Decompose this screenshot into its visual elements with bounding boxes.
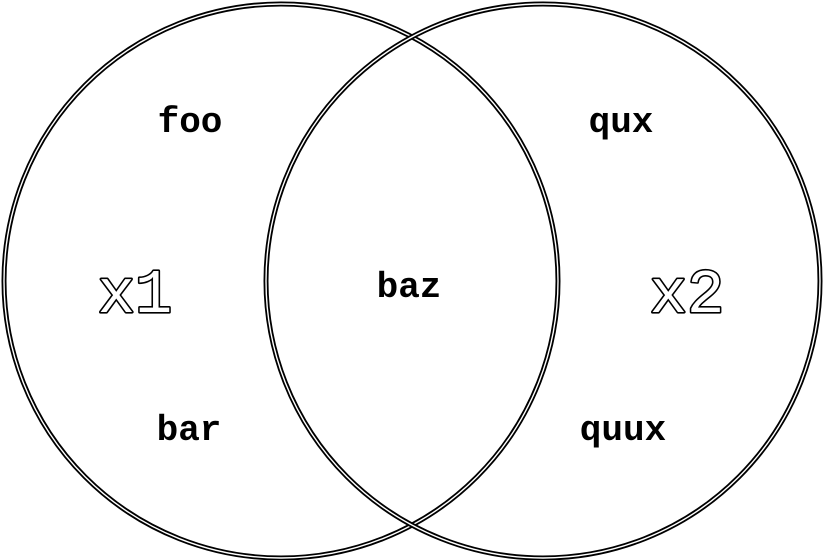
set-circle-left [1, 1, 561, 560]
region-label-right-top: qux [589, 102, 654, 143]
region-label-left-top: foo [158, 102, 223, 143]
region-label-intersection: baz [377, 267, 442, 308]
region-label-left-bottom: bar [157, 410, 222, 451]
set-circle-right [263, 1, 823, 560]
set-label-right: x2 [650, 260, 724, 331]
set-label-left: x1 [98, 260, 172, 331]
region-label-right-bottom: quux [580, 410, 666, 451]
